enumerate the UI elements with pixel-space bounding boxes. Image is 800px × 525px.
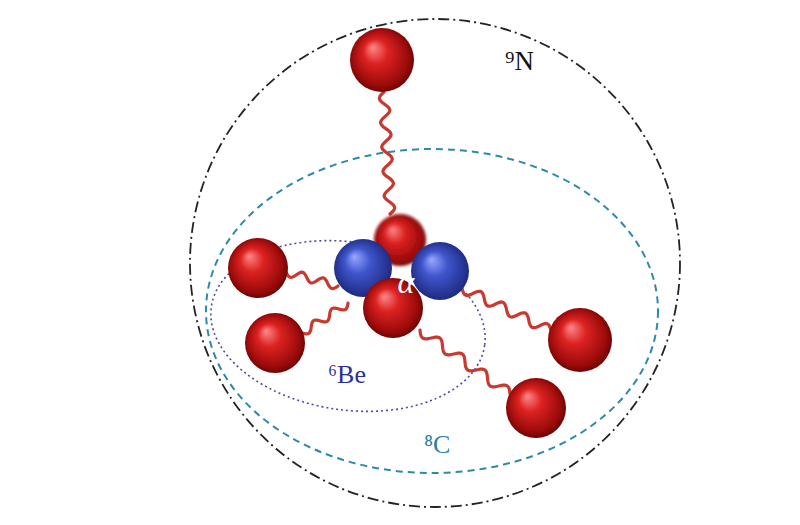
nucleus-label: ⁸C	[424, 432, 450, 458]
spring-bond	[302, 303, 348, 334]
nucleus-label: ⁶Be	[328, 362, 366, 388]
shell-ellipse	[200, 224, 497, 429]
proton-ball	[228, 238, 288, 298]
proton-ball	[245, 313, 305, 373]
proton-ball	[548, 308, 612, 372]
spring-bond	[420, 330, 510, 394]
spring-bond	[462, 288, 551, 331]
proton-ball	[506, 378, 566, 438]
alpha-label: α	[398, 266, 415, 298]
spring-bond	[379, 92, 394, 214]
spring-bonds	[286, 92, 551, 394]
alpha-core	[334, 214, 469, 338]
proton-ball	[350, 28, 414, 92]
neutron-ball	[411, 242, 469, 300]
shell-ellipse	[206, 149, 658, 473]
spring-bond	[286, 272, 338, 289]
shell-ellipse	[190, 19, 680, 507]
valence-protons	[228, 28, 612, 438]
nucleus-label: ⁹N	[505, 48, 534, 75]
